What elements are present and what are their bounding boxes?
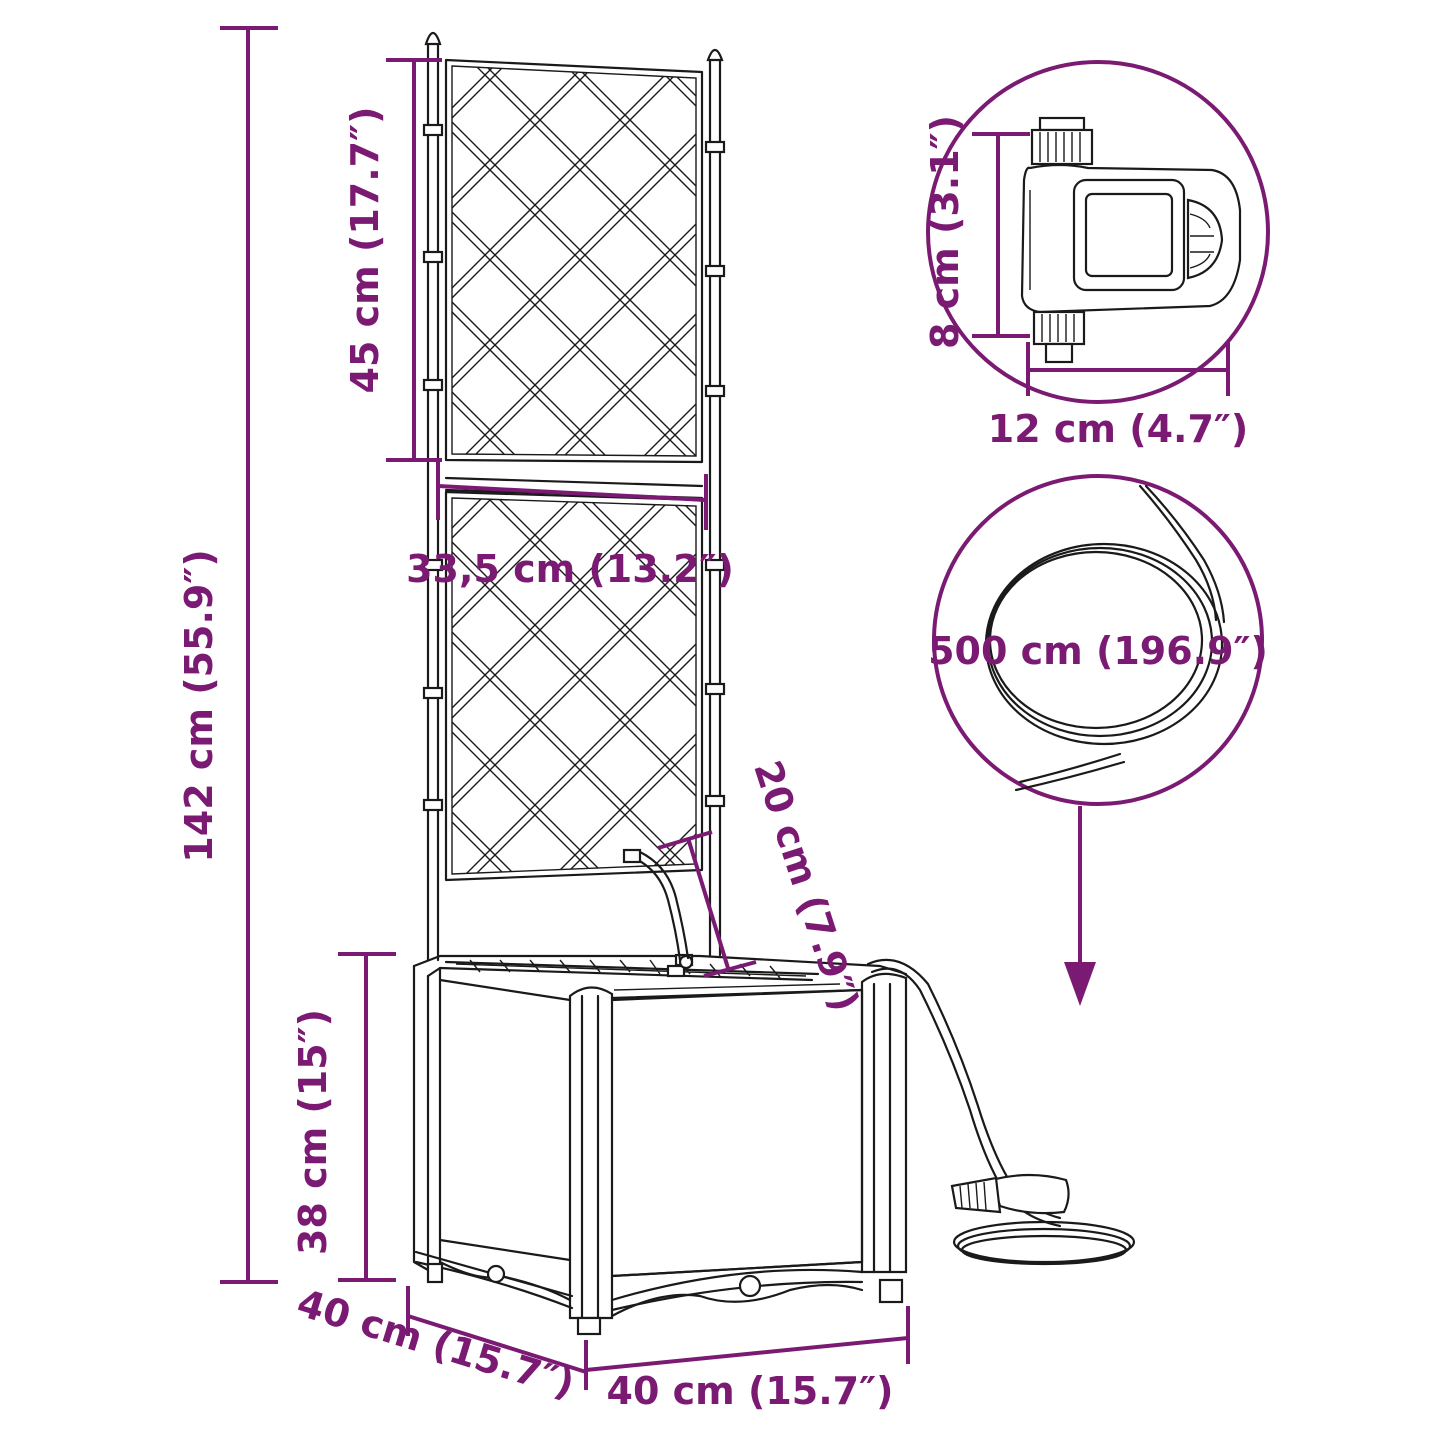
timer-detail — [926, 60, 1270, 404]
dimension-lines — [220, 26, 1230, 1390]
hose-detail — [932, 474, 1264, 806]
total-height-label: 142 cm (55.9″) — [177, 549, 221, 862]
timer-width-label: 12 cm (4.7″) — [988, 407, 1249, 451]
planter — [412, 848, 1136, 1336]
hose-length-label: 500 cm (196.9″) — [928, 629, 1268, 673]
planter-width-label: 40 cm (15.7″) — [607, 1369, 894, 1413]
trellis-panel-height-label: 45 cm (17.7″) — [343, 107, 387, 394]
trellis — [422, 31, 726, 962]
planter-depth-label: 40 cm (15.7″) — [292, 1281, 579, 1407]
planter-height-label: 38 cm (15″) — [291, 1009, 335, 1255]
timer-height-label: 8 cm (3.1″) — [923, 115, 967, 349]
trellis-width-label: 33,5 cm (13.2″) — [406, 547, 734, 591]
